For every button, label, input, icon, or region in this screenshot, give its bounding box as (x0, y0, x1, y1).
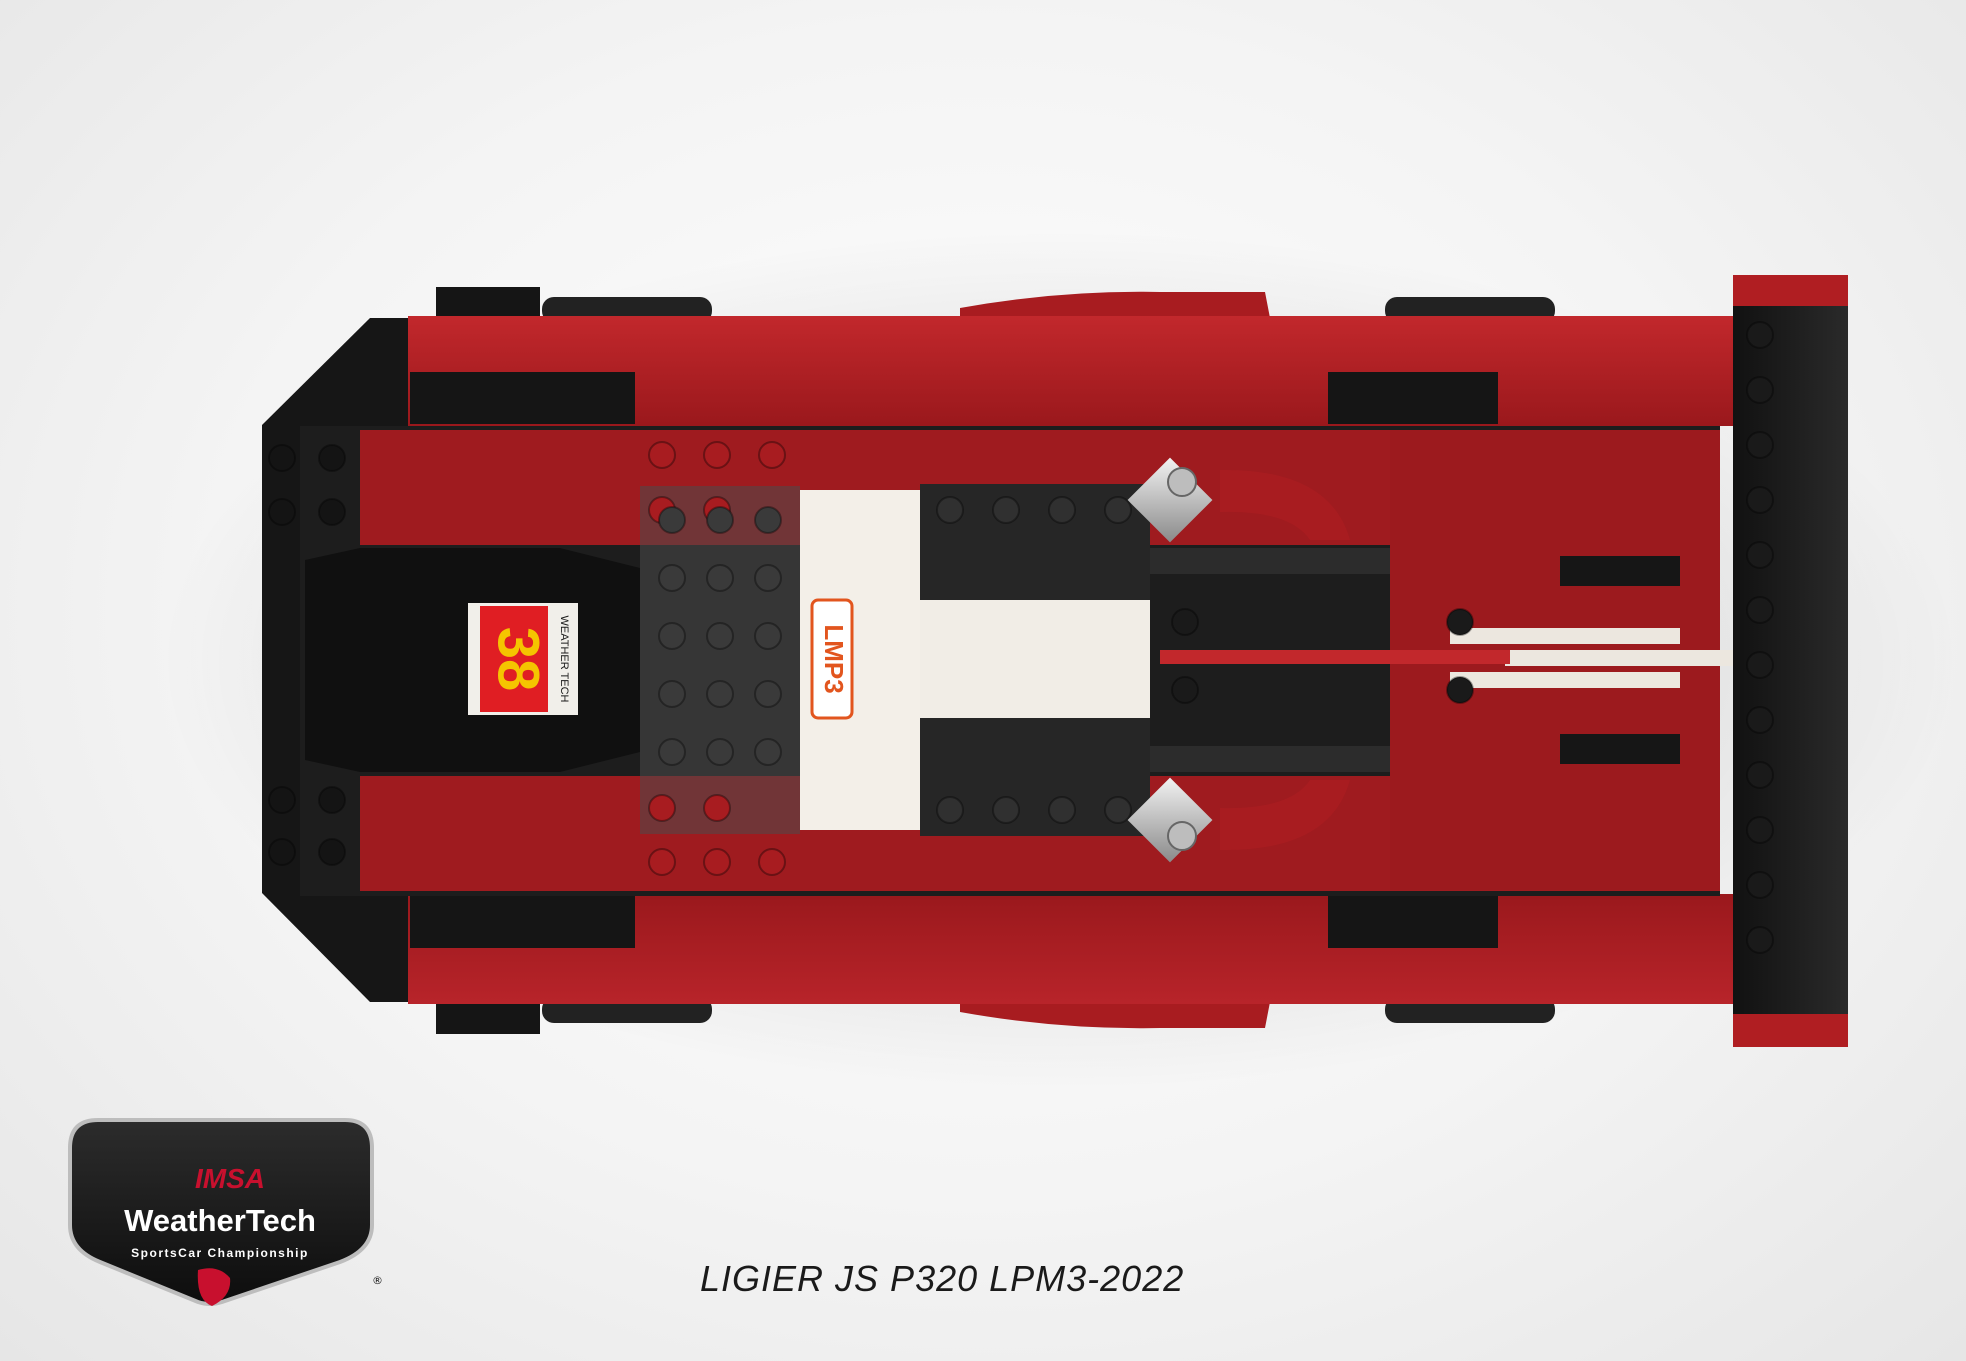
stud (1746, 541, 1774, 569)
logo-trademark: ® (372, 1274, 383, 1287)
stud (318, 786, 346, 814)
stud (1746, 871, 1774, 899)
race-number: 38 (486, 627, 551, 692)
body-strip-bottom-black-1 (410, 896, 635, 948)
stud (936, 796, 964, 824)
stud (658, 622, 686, 650)
stud (1446, 676, 1474, 704)
center-spine (1160, 650, 1510, 664)
stud (1746, 706, 1774, 734)
stud (1104, 796, 1132, 824)
stud (754, 738, 782, 766)
stud (992, 796, 1020, 824)
stud (648, 441, 676, 469)
stud (268, 838, 296, 866)
stud (1746, 816, 1774, 844)
lego-race-car: 38 WEATHER TECH LMP3 (262, 275, 1848, 1047)
stud (1746, 486, 1774, 514)
stud (758, 848, 786, 876)
stud (1048, 796, 1076, 824)
stud (703, 441, 731, 469)
stud (706, 506, 734, 534)
stud (648, 848, 676, 876)
stud (754, 506, 782, 534)
canopy (640, 486, 800, 834)
stud (268, 786, 296, 814)
body-strip-top-black-1 (410, 372, 635, 424)
stud (648, 794, 676, 822)
stud (754, 564, 782, 592)
engine-white-plate (920, 600, 1150, 718)
stud (1048, 496, 1076, 524)
stud (754, 622, 782, 650)
stud (1746, 321, 1774, 349)
exhaust-rod-3 (1450, 672, 1680, 688)
nose-bracket-top (436, 287, 540, 321)
logo-title: WeatherTech (124, 1203, 316, 1238)
sidepod-top (960, 291, 1270, 318)
weathertech-logo: IMSA WeatherTech SportsCar Championship … (68, 1118, 383, 1306)
stud (706, 564, 734, 592)
stud (318, 838, 346, 866)
stud (1746, 926, 1774, 954)
stud (706, 622, 734, 650)
sidepod-bottom (960, 1002, 1270, 1029)
stud (268, 498, 296, 526)
stud (1746, 596, 1774, 624)
stud (1171, 608, 1199, 636)
stud (1746, 651, 1774, 679)
stud (703, 848, 731, 876)
stud (658, 738, 686, 766)
lego-studs (268, 321, 1774, 954)
stud (658, 506, 686, 534)
logo-subtitle: SportsCar Championship (131, 1246, 309, 1260)
sponsor-plate-text: WEATHER TECH (558, 616, 570, 703)
rear-clip-upper (1560, 556, 1680, 586)
rear-tube-lower (1150, 746, 1390, 772)
stud (1446, 608, 1474, 636)
stud (706, 680, 734, 708)
stud (268, 444, 296, 472)
class-label: LMP3 (819, 624, 849, 693)
exhaust-rod-2 (1505, 650, 1735, 666)
stud (318, 444, 346, 472)
exhaust-rod-1 (1450, 628, 1680, 644)
stud (936, 496, 964, 524)
logo-helmet-mark (197, 1268, 231, 1306)
stud (992, 496, 1020, 524)
rear-wing-end-top (1733, 275, 1848, 308)
stud (318, 498, 346, 526)
stud (658, 680, 686, 708)
body-strip-bottom-black-2 (1328, 896, 1498, 948)
lmp3-badge-box (810, 598, 854, 720)
stud (758, 441, 786, 469)
stud (1104, 496, 1132, 524)
stud (703, 794, 731, 822)
rear-wing-end-bottom (1733, 1014, 1848, 1047)
number-plate: 38 WEATHER TECH (468, 603, 578, 715)
intake-lower (1220, 780, 1350, 851)
stud (658, 564, 686, 592)
stud (706, 738, 734, 766)
stud (1746, 761, 1774, 789)
body-strip-top-black-2 (1328, 372, 1498, 424)
stud (1171, 676, 1199, 704)
intake-upper (1220, 469, 1350, 540)
model-caption: LIGIER JS P320 LPM3-2022 (700, 1258, 1185, 1299)
rear-clip-lower (1560, 734, 1680, 764)
stud (754, 680, 782, 708)
nose-bracket-bottom (436, 1000, 540, 1034)
rear-tube-upper (1150, 548, 1390, 574)
logo-brand: IMSA (195, 1163, 265, 1194)
stud (1746, 431, 1774, 459)
stud (1746, 376, 1774, 404)
